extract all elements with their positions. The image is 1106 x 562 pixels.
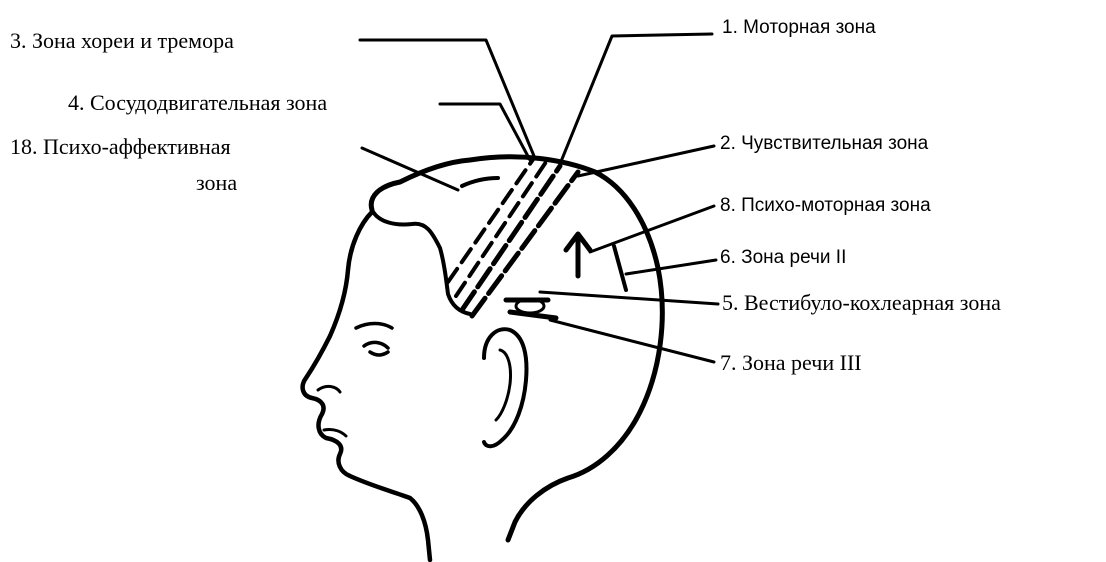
label-zone6: 6. Зона речи II xyxy=(720,248,846,267)
leader-zone5 xyxy=(540,292,718,304)
face-profile xyxy=(303,212,430,560)
eye xyxy=(364,342,388,355)
label-zone4: 4. Сосудодвигательная зона xyxy=(68,92,327,114)
label-zone3: 3. Зона хореи и тремора xyxy=(10,30,234,52)
leader-zone1 xyxy=(560,34,712,164)
label-zone8: 8. Психо-моторная зона xyxy=(720,196,931,215)
eyebrow xyxy=(356,324,392,329)
nostril xyxy=(318,386,340,392)
label-zone7: 7. Зона речи III xyxy=(720,352,862,374)
zone8-arrow xyxy=(566,234,590,276)
leader-zone2 xyxy=(578,146,714,176)
ear-inner xyxy=(496,350,511,420)
leader-zone3 xyxy=(360,40,534,156)
leader-zone6 xyxy=(626,260,716,274)
label-zone18-line1: 18. Психо-аффективная xyxy=(10,136,231,158)
label-zone1: 1. Моторная зона xyxy=(722,18,876,37)
label-zone2: 2. Чувствительная зона xyxy=(720,134,928,153)
ear xyxy=(484,329,526,446)
label-zone5: 5. Вестибуло-кохлеарная зона xyxy=(722,292,1001,314)
zone6-mark xyxy=(614,246,626,290)
leader-zone18 xyxy=(362,148,458,190)
head-profile-outline xyxy=(371,157,662,540)
mouth xyxy=(324,429,346,436)
hair-curl xyxy=(462,178,498,186)
hair-front xyxy=(372,210,470,314)
label-zone18-line2: зона xyxy=(196,172,237,194)
leader-zone7 xyxy=(550,320,714,362)
